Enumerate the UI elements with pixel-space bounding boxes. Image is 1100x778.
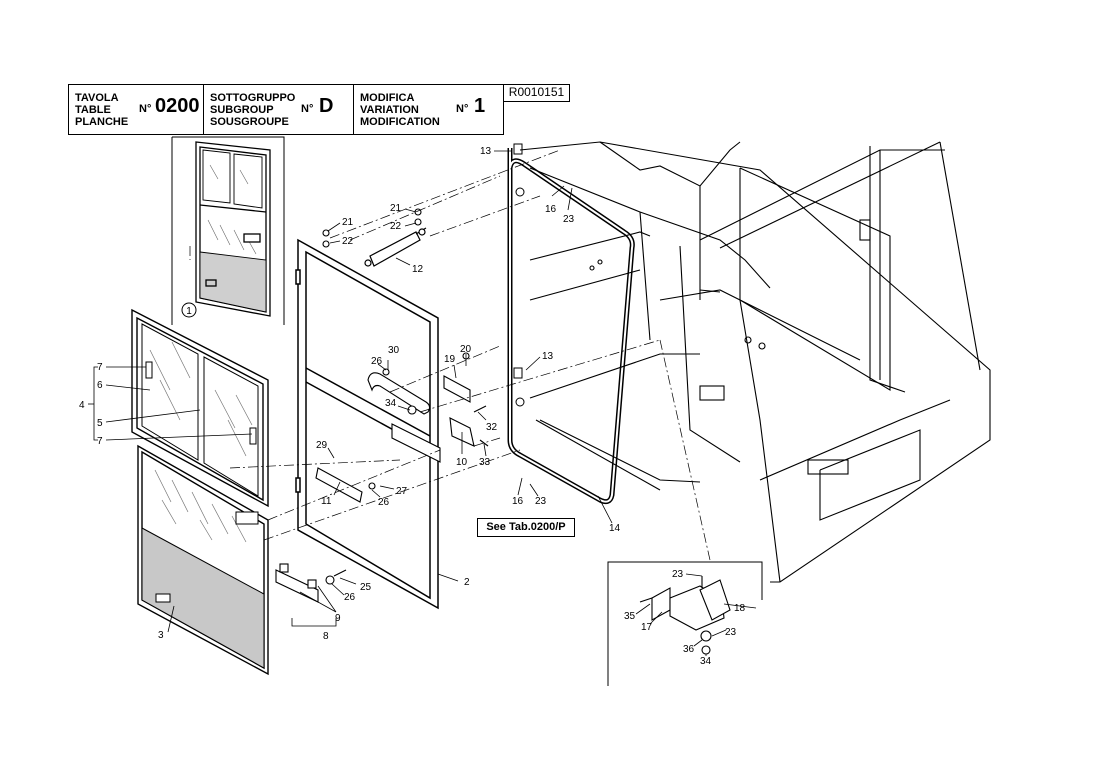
inset-marker-circle — [181, 302, 197, 318]
callout-c8: 12 — [412, 264, 424, 275]
callout-c33: 8 — [323, 631, 329, 642]
modification-number: 1 — [474, 95, 486, 117]
callout-c2: 16 — [545, 204, 557, 215]
callout-c25: 7 — [97, 362, 103, 373]
callout-c1: 13 — [480, 146, 492, 157]
callout-c6: 21 — [390, 203, 402, 214]
callout-labels: 13 16 23 21 22 21 22 12 30 26 19 20 13 3… — [79, 146, 746, 667]
header-table-box: TAVOLA TABLE PLANCHE N° 0200 — [68, 84, 204, 135]
lower-door-panel — [137, 444, 269, 676]
table-label-en: TABLE — [75, 104, 111, 116]
modification-number-symbol: N° — [456, 103, 469, 115]
header-modification-box: MODIFICA VARIATION MODIFICATION N° 1 — [353, 84, 504, 135]
modification-labels: MODIFICA VARIATION MODIFICATION — [360, 92, 440, 128]
callout-c27: 4 — [79, 400, 85, 411]
assembly-dashed-lines — [189, 149, 711, 561]
subgroup-label-en: SUBGROUP — [210, 104, 274, 116]
table-label-fr: PLANCHE — [75, 116, 129, 128]
subgroup-label-fr: SOUSGROUPE — [210, 116, 289, 128]
callout-c32: 9 — [335, 613, 341, 624]
subgroup-number: D — [319, 95, 334, 117]
table-number: 0200 — [155, 95, 200, 117]
inset-door-drawing — [195, 141, 271, 317]
window-assembly — [131, 308, 269, 508]
table-number-symbol: N° — [139, 103, 152, 115]
drawing-reference-code: R0010151 — [503, 84, 570, 102]
header-subgroup-box: SOTTOGRUPPO SUBGROUP SOUSGROUPE N° D — [203, 84, 354, 135]
callout-c39: 18 — [734, 603, 746, 614]
callout-c26: 6 — [97, 380, 103, 391]
callout-c12: 20 — [460, 344, 472, 355]
inset-marker-label: 1 — [186, 306, 192, 317]
callout-c23: 23 — [535, 496, 547, 507]
callout-c9: 30 — [388, 345, 400, 356]
callout-c24: 14 — [609, 523, 621, 534]
callout-c11: 19 — [444, 354, 456, 365]
callout-c22: 16 — [512, 496, 524, 507]
callout-c14: 34 — [385, 398, 397, 409]
inset-door-overview: 1 — [171, 136, 285, 325]
callout-c37: 35 — [624, 611, 636, 622]
callout-c10: 26 — [371, 356, 383, 367]
see-table-reference: See Tab.0200/P — [477, 518, 575, 537]
table-labels: TAVOLA TABLE PLANCHE — [75, 92, 128, 128]
modification-label-fr: MODIFICATION — [360, 116, 440, 128]
door-frame — [295, 238, 439, 610]
modification-label-it: MODIFICA — [360, 92, 415, 104]
door-seal — [507, 143, 635, 505]
modification-label-en: VARIATION — [360, 104, 419, 116]
callout-c29: 7 — [97, 436, 103, 447]
callout-c41: 36 — [683, 644, 695, 655]
callout-c30: 25 — [360, 582, 372, 593]
callout-c40: 23 — [725, 627, 737, 638]
subgroup-label-it: SOTTOGRUPPO — [210, 92, 296, 104]
callout-c36: 23 — [672, 569, 684, 580]
callout-c38: 17 — [641, 622, 653, 633]
callout-c21: 26 — [378, 497, 390, 508]
callout-c7: 22 — [390, 221, 402, 232]
callout-c31: 26 — [344, 592, 356, 603]
callout-c4: 21 — [342, 217, 354, 228]
callout-c16: 10 — [456, 457, 468, 468]
callout-c35: 3 — [158, 630, 164, 641]
callout-leader-lines — [88, 150, 757, 656]
callout-c13: 13 — [542, 351, 554, 362]
hinge-detail-inset — [607, 561, 763, 686]
callout-c42: 34 — [700, 656, 712, 667]
callout-c19: 11 — [321, 496, 332, 507]
callout-c18: 29 — [316, 440, 328, 451]
callout-c34: 2 — [464, 577, 470, 588]
callout-c15: 32 — [486, 422, 498, 433]
cab-structure — [519, 141, 991, 583]
callout-c17: 33 — [479, 457, 491, 468]
callout-c5: 22 — [342, 236, 354, 247]
subgroup-number-symbol: N° — [301, 103, 314, 115]
gas-spring — [364, 227, 427, 267]
callout-c20: 27 — [396, 486, 408, 497]
subgroup-labels: SOTTOGRUPPO SUBGROUP SOUSGROUPE — [210, 92, 295, 128]
table-label-it: TAVOLA — [75, 92, 119, 104]
callout-c3: 23 — [563, 214, 575, 225]
callout-c28: 5 — [97, 418, 103, 429]
